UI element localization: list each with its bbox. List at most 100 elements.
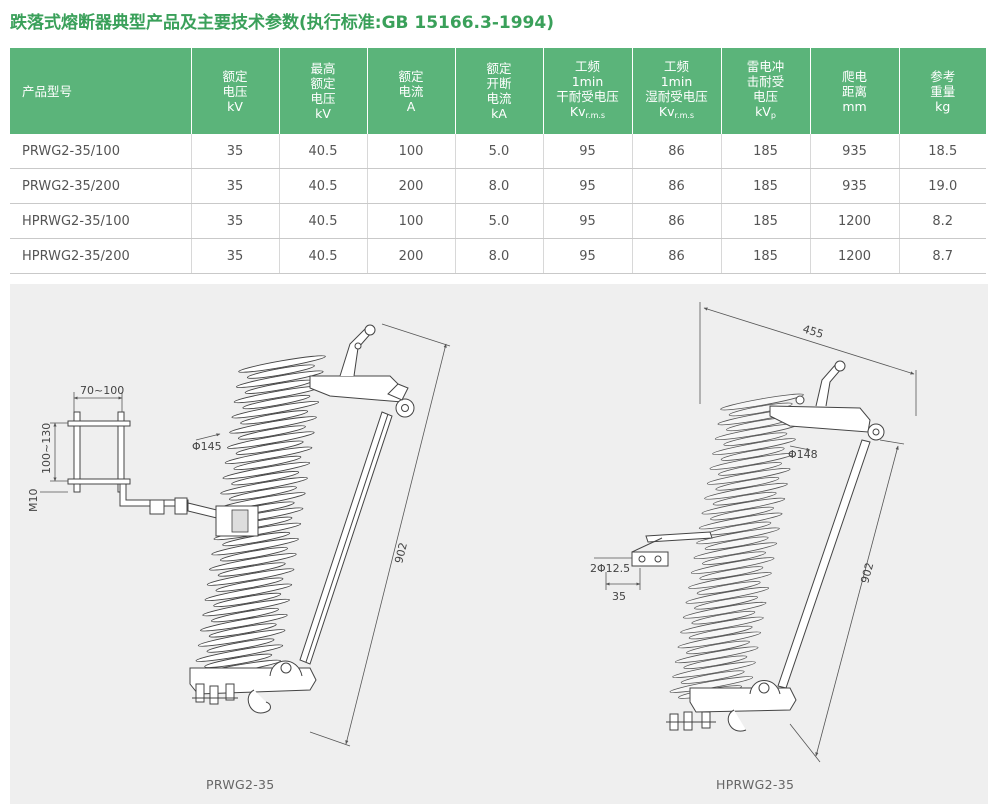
cell-value: 8.2 bbox=[898, 203, 986, 239]
insulator-shed bbox=[710, 506, 774, 521]
dim-bracket-width: 70~100 bbox=[80, 384, 124, 397]
cell-value: 185 bbox=[720, 238, 810, 274]
insulator-shed bbox=[204, 583, 293, 602]
insulator-shed bbox=[215, 577, 284, 592]
dim-length-right: 902 bbox=[858, 561, 876, 585]
insulator-shed bbox=[217, 562, 286, 577]
insulator-shed bbox=[672, 661, 756, 679]
insulator-shed bbox=[200, 614, 288, 632]
cell-value: 18.5 bbox=[898, 134, 986, 169]
dim-diameter-right: Φ148 bbox=[788, 448, 818, 461]
cell-value: 185 bbox=[720, 203, 810, 239]
insulator-shed bbox=[235, 370, 324, 388]
cell-value: 935 bbox=[809, 134, 899, 169]
cell-value: 8.7 bbox=[898, 238, 986, 274]
cell-value: 86 bbox=[631, 238, 721, 274]
insulator-shed bbox=[690, 557, 775, 574]
prwg2-35-drawing: 70~100 100~130 M10 bbox=[27, 323, 451, 792]
insulator-shed bbox=[231, 471, 300, 486]
drawings-svg: 70~100 100~130 M10 bbox=[27, 302, 917, 792]
insulator-shed bbox=[233, 455, 302, 471]
insulator-shed bbox=[220, 547, 288, 562]
dim-diameter-left: Φ145 bbox=[192, 440, 222, 453]
insulator-shed bbox=[240, 410, 309, 425]
insulator-shed bbox=[702, 551, 766, 565]
dim-offset: 35 bbox=[612, 590, 626, 603]
insulator-shed bbox=[704, 482, 788, 500]
insulator-shed bbox=[213, 592, 282, 608]
insulator-shed bbox=[238, 355, 326, 373]
cell-value: 935 bbox=[809, 168, 899, 204]
bottom-contact-right bbox=[666, 680, 797, 732]
insulator-shed bbox=[715, 477, 780, 491]
insulator-shed bbox=[682, 601, 767, 619]
cell-value: 35 bbox=[190, 238, 279, 274]
insulator-shed bbox=[720, 447, 785, 461]
insulator-shed bbox=[709, 453, 794, 470]
insulator-sheds-right bbox=[669, 393, 804, 699]
insulator-shed bbox=[691, 610, 756, 625]
dim-holes: 2Φ12.5 bbox=[590, 562, 630, 575]
insulator-shed bbox=[677, 631, 762, 649]
cell-value: 86 bbox=[631, 203, 721, 239]
cell-value: 35 bbox=[190, 203, 279, 239]
insulator-shed bbox=[237, 425, 306, 440]
insulator-shed bbox=[206, 638, 275, 653]
cell-value: 8.0 bbox=[454, 238, 543, 274]
insulator-shed bbox=[197, 629, 286, 647]
cell-value: 185 bbox=[720, 134, 810, 169]
cell-value: 95 bbox=[542, 134, 632, 169]
cell-value: 40.5 bbox=[278, 168, 367, 204]
insulator-shed bbox=[683, 655, 748, 670]
cell-value: 95 bbox=[542, 168, 632, 204]
insulator-sheds bbox=[193, 355, 326, 684]
top-contact-right bbox=[769, 360, 885, 441]
technical-drawing-panel: 70~100 100~130 M10 bbox=[10, 284, 988, 804]
cell-value: 185 bbox=[720, 168, 810, 204]
insulator-shed bbox=[699, 566, 764, 580]
insulator-shed bbox=[718, 462, 782, 476]
bracket-dimensions bbox=[40, 392, 123, 493]
insulator-shed bbox=[688, 572, 772, 589]
cell-value: 40.5 bbox=[278, 203, 367, 239]
insulator-shed bbox=[195, 644, 284, 662]
fuse-tube bbox=[299, 411, 393, 665]
cell-value: 8.0 bbox=[454, 168, 543, 204]
insulator-shed bbox=[680, 670, 745, 684]
insulator-shed bbox=[204, 653, 273, 668]
cell-value: 40.5 bbox=[278, 238, 367, 274]
cell-value: 40.5 bbox=[278, 134, 367, 169]
insulator-shed bbox=[680, 616, 764, 634]
insulator-shed bbox=[242, 394, 311, 410]
cell-value: 1200 bbox=[809, 238, 899, 274]
insulator-shed bbox=[226, 431, 315, 449]
insulator-shed bbox=[698, 512, 783, 530]
dim-bracket-height: 100~130 bbox=[40, 423, 53, 474]
insulator-shed bbox=[229, 416, 317, 434]
insulator-shed bbox=[211, 607, 279, 623]
insulator-shed bbox=[704, 536, 769, 551]
insulator-shed bbox=[694, 595, 758, 610]
caption-right: HPRWG2-35 bbox=[716, 777, 794, 792]
insulator-shed bbox=[712, 438, 796, 455]
cell-value: 200 bbox=[366, 168, 455, 204]
insulator-shed bbox=[208, 623, 277, 638]
column-header: 产品型号 bbox=[10, 48, 191, 134]
insulator-shed bbox=[209, 553, 297, 571]
cell-model: HPRWG2-35/100 bbox=[10, 203, 191, 239]
dim-top-width: 455 bbox=[801, 322, 825, 341]
cell-value: 35 bbox=[190, 134, 279, 169]
mounting-plate bbox=[631, 531, 713, 567]
insulator-shed bbox=[685, 586, 770, 604]
